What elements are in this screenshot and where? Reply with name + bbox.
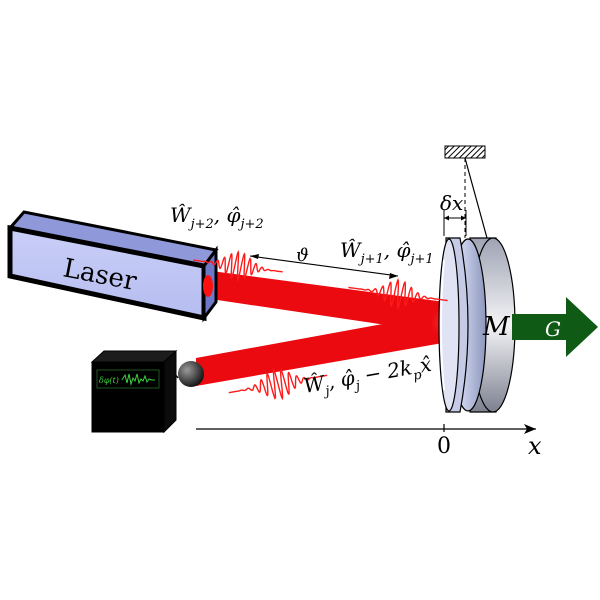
- pulse-j-packet: [228, 367, 328, 401]
- oscilloscope-trace: [121, 373, 155, 386]
- x-axis: [196, 424, 536, 434]
- pulse-j-plus-1-symbol: Ŵ: [340, 238, 362, 262]
- reflected-beam: [196, 310, 460, 386]
- pulse-j-plus-2-phase: , φ̂: [214, 203, 241, 227]
- pulse-j-sub: j: [321, 384, 331, 400]
- oscilloscope-label: δφ(t): [99, 376, 119, 385]
- pulse-j-plus-2-phase-sub: j+2: [237, 217, 263, 232]
- suspension: [444, 145, 488, 239]
- pulse-j-plus-2-symbol: Ŵ: [170, 203, 192, 227]
- pulse-j-plus-1-sub: j+1: [358, 252, 384, 267]
- oscilloscope: [90, 349, 178, 434]
- displacement-marker: [443, 210, 467, 236]
- pulse-j-plus-1-phase: , φ̂: [384, 238, 411, 262]
- pulse-j-plus-2-label: Ŵj+2, φ̂j+2: [170, 203, 264, 232]
- pulse-j-plus-2-packet: [193, 250, 283, 282]
- pulse-j-plus-1-packet: [348, 278, 448, 310]
- pulse-j-phase-tail: x̂: [418, 352, 433, 378]
- pulse-spacing-marker: [249, 254, 399, 279]
- force-arrow: [512, 297, 598, 357]
- pulse-j-phase-sub: j: [352, 378, 362, 394]
- force-label: G: [545, 317, 561, 341]
- pulse-j-phase: , φ̂: [326, 365, 356, 393]
- pulse-j-plus-1-label: Ŵj+1, φ̂j+1: [340, 238, 434, 267]
- displacement-label: δx: [440, 191, 463, 215]
- pulse-j-phase-rest-sub: p: [412, 367, 423, 383]
- axis-origin-label: 0: [437, 434, 451, 459]
- theta-label: ϑ: [296, 245, 309, 266]
- mirror: [438, 237, 516, 413]
- pulse-j-plus-1-phase-sub: j+1: [407, 252, 433, 267]
- mirror-label: M: [482, 312, 511, 342]
- pulse-j-phase-rest: − 2k: [356, 355, 414, 388]
- laser-device: [7, 210, 219, 323]
- axis-x-label: x: [528, 432, 542, 460]
- pulse-j-plus-2-sub: j+2: [188, 217, 214, 232]
- incident-beam: [204, 270, 460, 336]
